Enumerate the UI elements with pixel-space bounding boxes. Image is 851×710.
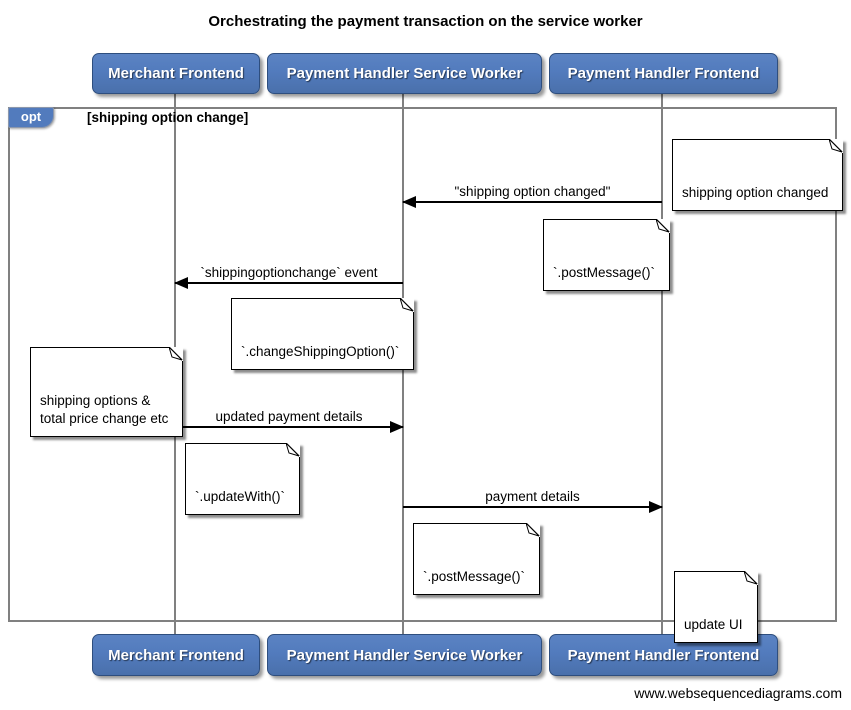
actor-label: Payment Handler Frontend (567, 646, 760, 664)
message-shippingoptionchange-event: `shippingoptionchange` event (174, 265, 403, 289)
note-text: `.postMessage()` (423, 569, 526, 584)
note-postmessage-1: `.postMessage()` (543, 219, 671, 291)
note-fold-icon (829, 139, 844, 153)
message-arrow-line (403, 501, 663, 513)
note-fold-icon (743, 571, 758, 585)
opt-guard-label: [shipping option change] (87, 110, 249, 125)
diagram-title: Orchestrating the payment transaction on… (208, 13, 643, 30)
actor-bottom-payment-handler-service-worker: Payment Handler Service Worker (267, 634, 542, 676)
message-arrow-line (174, 277, 403, 289)
note-text: `.updateWith()` (195, 489, 286, 504)
note-shipping-options-total-price: shipping options & total price change et… (30, 347, 184, 437)
message-shipping-option-changed: "shipping option changed" (402, 184, 662, 208)
opt-operator-label: opt (20, 109, 42, 124)
note-update-ui: update UI (674, 571, 758, 643)
actor-top-merchant-frontend: Merchant Frontend (92, 53, 260, 94)
note-fold-icon (400, 298, 415, 312)
opt-fragment-tab: opt (8, 107, 54, 128)
opt-fragment-frame: opt [shipping option change] (8, 107, 837, 622)
arrowhead-left-icon (174, 277, 188, 289)
actor-bottom-payment-handler-frontend: Payment Handler Frontend (549, 634, 778, 676)
actor-label: Payment Handler Frontend (567, 65, 760, 82)
message-label: payment details (485, 489, 580, 504)
note-updatewith: `.updateWith()` (185, 443, 301, 515)
note-text: shipping options & total price change et… (40, 393, 169, 426)
message-label: updated payment details (215, 409, 363, 424)
note-fold-icon (286, 443, 301, 457)
lifeline-payment-handler-frontend (661, 92, 663, 634)
note-postmessage-2: `.postMessage()` (413, 523, 541, 595)
message-label: `shippingoptionchange` event (200, 265, 378, 280)
note-fold-icon (656, 219, 671, 233)
note-fold-icon (169, 347, 184, 361)
actor-top-payment-handler-frontend: Payment Handler Frontend (549, 53, 778, 94)
watermark: www.websequencediagrams.com (634, 685, 842, 701)
actor-label: Payment Handler Service Worker (286, 65, 523, 82)
note-text: `.changeShippingOption()` (241, 344, 400, 359)
arrowhead-right-icon (649, 501, 663, 513)
message-updated-payment-details: updated payment details (175, 409, 404, 433)
message-arrow-line (175, 421, 404, 433)
note-text: `.postMessage()` (553, 265, 656, 280)
note-fold-icon (526, 523, 541, 537)
actor-label: Merchant Frontend (108, 646, 244, 664)
actor-top-payment-handler-service-worker: Payment Handler Service Worker (267, 53, 542, 94)
message-label: "shipping option changed" (454, 184, 611, 199)
actor-label: Merchant Frontend (108, 65, 244, 82)
arrowhead-left-icon (402, 196, 416, 208)
message-payment-details: payment details (403, 489, 663, 513)
actor-label: Payment Handler Service Worker (286, 646, 523, 664)
note-changeshippingoption: `.changeShippingOption()` (231, 298, 415, 370)
message-arrow-line (402, 196, 662, 208)
note-text: shipping option changed (682, 185, 829, 200)
actor-bottom-merchant-frontend: Merchant Frontend (92, 634, 260, 676)
arrowhead-right-icon (390, 421, 404, 433)
note-text: update UI (684, 617, 743, 632)
note-shipping-option-changed: shipping option changed (672, 139, 844, 211)
